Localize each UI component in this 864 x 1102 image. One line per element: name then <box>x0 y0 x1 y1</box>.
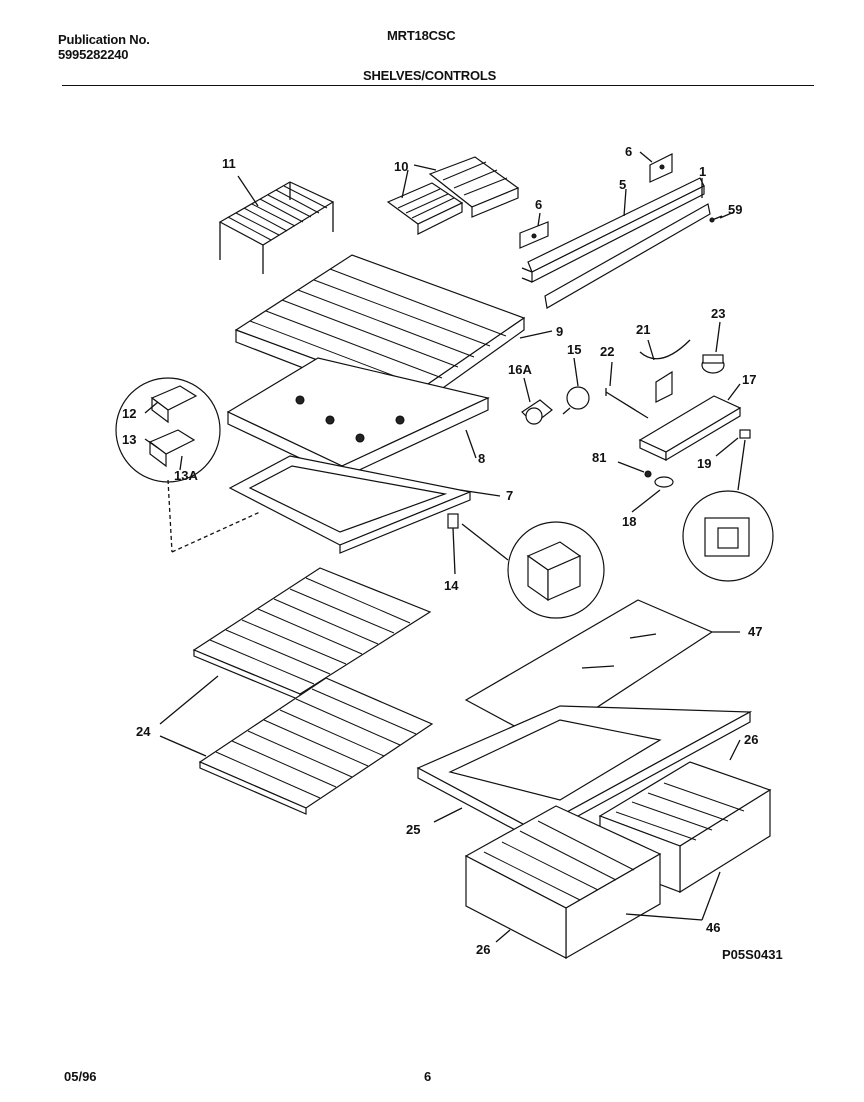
callout-47: 47 <box>748 624 762 639</box>
part-26-drawer-rear <box>598 761 772 894</box>
callout-19: 19 <box>697 456 711 471</box>
part-15-bulb <box>562 386 590 415</box>
callout-25: 25 <box>406 822 420 837</box>
callout-11: 11 <box>222 156 236 171</box>
callout-8: 8 <box>478 451 485 466</box>
publication-number: 5995282240 <box>58 47 129 62</box>
part-26-drawer-front <box>464 805 662 960</box>
part-14-light-switch <box>447 513 459 575</box>
callout-14: 14 <box>444 578 459 593</box>
part-6-bracket <box>519 153 673 249</box>
part-59-screw <box>709 215 723 223</box>
callout-26: 26 <box>476 942 490 957</box>
part-11-wire-rack <box>218 181 335 274</box>
publication-label: Publication No. <box>58 32 150 47</box>
part-25-cover-frame <box>416 705 753 842</box>
part-17-housing <box>638 395 742 462</box>
callout-6-top: 6 <box>625 144 632 159</box>
callout-6: 6 <box>535 197 542 212</box>
callout-13: 13 <box>122 432 136 447</box>
callout-9: 9 <box>556 324 563 339</box>
callout-26-top: 26 <box>744 732 758 747</box>
callout-18: 18 <box>622 514 636 529</box>
page-number: 6 <box>424 1069 432 1084</box>
inset-switch <box>682 439 774 582</box>
callout-7: 7 <box>506 488 513 503</box>
part-23-knob <box>701 354 725 374</box>
callout-labels: 11 10 6 6 5 1 59 9 21 23 22 15 16A 17 12… <box>122 144 762 957</box>
callout-59: 59 <box>728 202 742 217</box>
part-24-wire-shelf-upper <box>192 567 432 701</box>
callout-81: 81 <box>592 450 606 465</box>
callout-22: 22 <box>600 344 614 359</box>
leader-lines <box>144 151 741 943</box>
part-19-switch <box>739 429 751 439</box>
callout-21: 21 <box>636 322 650 337</box>
callout-10: 10 <box>394 159 408 174</box>
diagram-code: P05S0431 <box>722 947 783 962</box>
part-21-thermostat <box>639 339 691 403</box>
part-81-screw <box>644 470 652 478</box>
callout-15: 15 <box>567 342 581 357</box>
inset-12-13 <box>115 377 261 553</box>
callout-46: 46 <box>706 920 720 935</box>
section-title: SHELVES/CONTROLS <box>363 68 497 83</box>
part-7-glass-frame <box>228 455 473 554</box>
model-number: MRT18CSC <box>387 28 456 43</box>
header-rule <box>62 85 814 86</box>
callout-1: 1 <box>699 164 706 179</box>
callout-17: 17 <box>742 372 756 387</box>
footer-date: 05/96 <box>64 1069 97 1084</box>
part-16a-socket <box>521 399 553 425</box>
inset-14 <box>461 521 605 619</box>
callout-24: 24 <box>136 724 151 739</box>
part-22-tube <box>605 388 649 419</box>
callout-23: 23 <box>711 306 725 321</box>
part-5-control-trim <box>521 177 711 309</box>
part-18-knob <box>654 476 674 488</box>
part-24-wire-shelf-lower <box>198 677 434 815</box>
callout-16a: 16A <box>508 362 532 377</box>
part-10-ice-trays <box>386 156 520 235</box>
callout-12: 12 <box>122 406 136 421</box>
callout-13a: 13A <box>174 468 198 483</box>
callout-5: 5 <box>619 177 626 192</box>
